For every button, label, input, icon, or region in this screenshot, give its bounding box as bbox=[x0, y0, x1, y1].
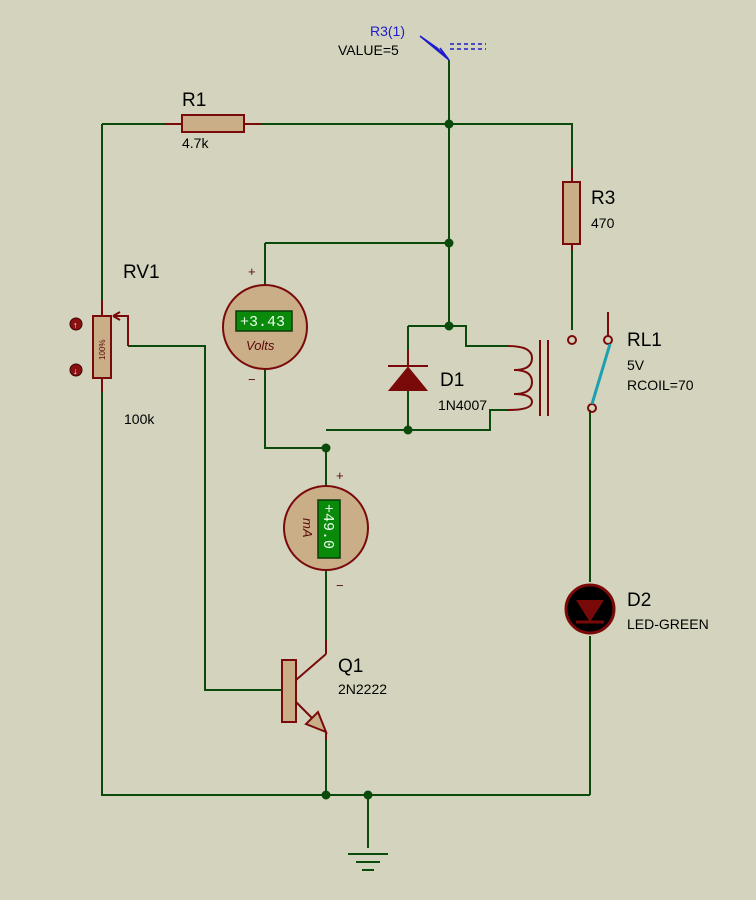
ammeter[interactable]: +49.0 mA + − bbox=[283, 468, 369, 593]
down-arrow-icon: ↓ bbox=[73, 366, 78, 376]
ammeter-plus: + bbox=[336, 468, 344, 483]
generator-ref: R3(1) bbox=[370, 23, 405, 39]
ammeter-reading: +49.0 bbox=[319, 504, 336, 549]
diode-d1[interactable]: D1 1N4007 bbox=[387, 350, 487, 413]
voltmeter-unit: Volts bbox=[246, 338, 275, 353]
rl1-ref: RL1 bbox=[627, 330, 662, 351]
d1-value: 1N4007 bbox=[438, 397, 487, 413]
d1-ref: D1 bbox=[440, 370, 464, 391]
transistor-q1[interactable]: Q1 2N2222 bbox=[281, 640, 387, 740]
ammeter-unit: mA bbox=[300, 518, 315, 538]
rv1-value: 100k bbox=[124, 411, 155, 427]
q1-ref: Q1 bbox=[338, 656, 363, 677]
up-arrow-icon: ↑ bbox=[73, 320, 78, 330]
voltage-generator[interactable]: R3(1) VALUE=5 bbox=[338, 23, 486, 61]
rl1-coil: RCOIL=70 bbox=[627, 377, 694, 393]
generator-value: VALUE=5 bbox=[338, 42, 399, 58]
voltmeter-plus: + bbox=[248, 264, 256, 279]
junctions bbox=[321, 119, 454, 800]
r1-value: 4.7k bbox=[182, 135, 209, 151]
r1-ref: R1 bbox=[182, 90, 206, 111]
rv1-percent: 100% bbox=[98, 340, 107, 360]
q1-value: 2N2222 bbox=[338, 681, 387, 697]
relay-switch-arm bbox=[590, 343, 612, 405]
rl1-voltage: 5V bbox=[627, 357, 645, 373]
rv1-decrease-button[interactable] bbox=[69, 363, 83, 377]
relay-rl1[interactable]: RL1 5V RCOIL=70 bbox=[507, 312, 694, 416]
d2-ref: D2 bbox=[627, 590, 651, 611]
voltmeter-reading: +3.43 bbox=[240, 314, 285, 331]
voltmeter[interactable]: +3.43 Volts + − bbox=[222, 264, 308, 387]
voltmeter-minus: − bbox=[248, 372, 256, 387]
wires bbox=[101, 60, 591, 848]
resistor-r3[interactable]: R3 470 bbox=[562, 168, 615, 250]
rv1-increase-button[interactable] bbox=[69, 317, 83, 331]
led-d2[interactable]: D2 LED-GREEN bbox=[564, 583, 709, 635]
ammeter-minus: − bbox=[336, 578, 344, 593]
r3-value: 470 bbox=[591, 215, 615, 231]
r3-ref: R3 bbox=[591, 188, 615, 209]
potentiometer-rv1[interactable]: 100% ↑ ↓ RV1 100k bbox=[69, 262, 160, 427]
d2-value: LED-GREEN bbox=[627, 616, 709, 632]
ground-symbol bbox=[348, 853, 388, 871]
resistor-r1[interactable]: R1 4.7k bbox=[166, 90, 262, 151]
rv1-ref: RV1 bbox=[123, 262, 160, 283]
